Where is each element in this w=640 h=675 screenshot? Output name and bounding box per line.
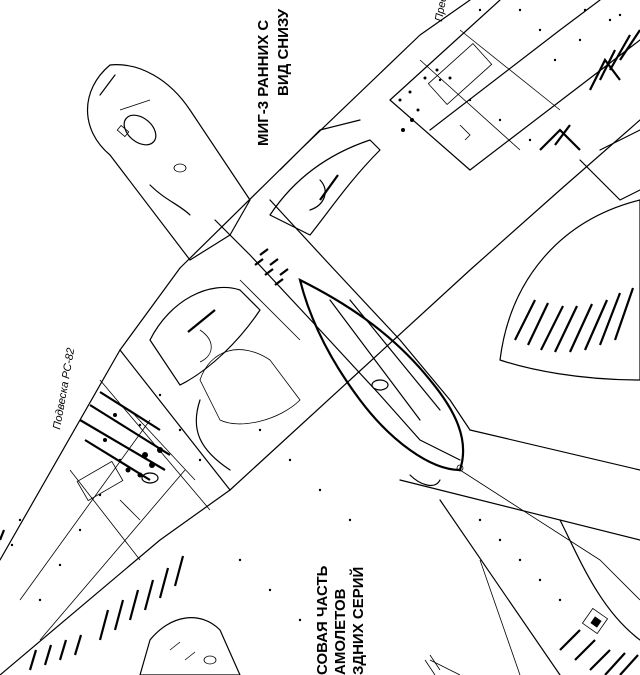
- rocket-rails: [76, 391, 171, 521]
- lower-access-panel: [149, 286, 261, 471]
- right-wing: [389, 18, 612, 171]
- right-tail-section: [499, 29, 640, 381]
- rivet-dots: [10, 8, 622, 622]
- bottom-title-line2: АМОЛЕТОВ: [332, 588, 349, 675]
- fuselage: [119, 0, 640, 491]
- upper-access-panels: [269, 42, 493, 236]
- top-right-label-fragment: Прес: [433, 0, 449, 23]
- exhaust-vents: [254, 248, 289, 286]
- lower-right-wing: [399, 429, 640, 675]
- left-aileron-hinges: [28, 555, 241, 675]
- top-title-line1: МИГ-3 РАННИХ С: [255, 20, 272, 146]
- top-title-line2: ВИД СНИЗУ: [275, 8, 292, 96]
- bottom-title-line3: ЗДНИХ СЕРИЙ: [349, 567, 367, 675]
- tail-ribs: [514, 287, 635, 353]
- rocket-mount-label: Подвеска РС-82: [51, 347, 77, 431]
- central-radiator: [199, 199, 471, 487]
- bottom-title-line1: СОВАЯ ЧАСТЬ: [314, 565, 331, 675]
- bottom-edge-details: [0, 529, 441, 675]
